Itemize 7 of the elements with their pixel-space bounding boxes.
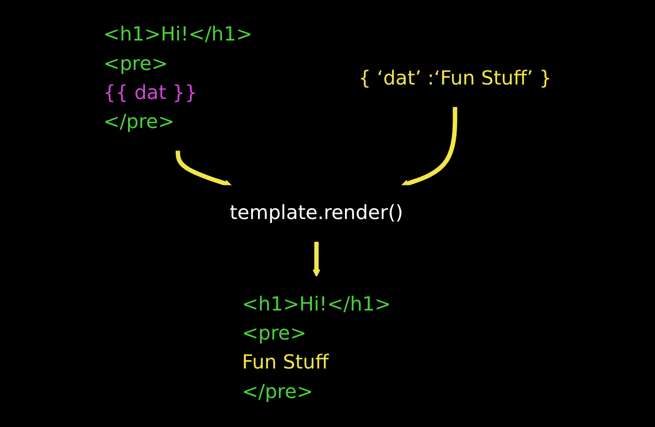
arrow xyxy=(312,241,320,278)
node-text: <h1>Hi!</h1> <pre> Fun Stuff </pre> xyxy=(242,294,391,404)
node-text: template.render() xyxy=(230,202,404,225)
arrow xyxy=(176,150,232,188)
node-text: <h1>Hi!</h1> <pre> {{ dat }} </pre> xyxy=(103,24,252,134)
node-text: { ‘dat’ :‘Fun Stuff’ } xyxy=(358,68,552,90)
arrow xyxy=(400,106,458,188)
